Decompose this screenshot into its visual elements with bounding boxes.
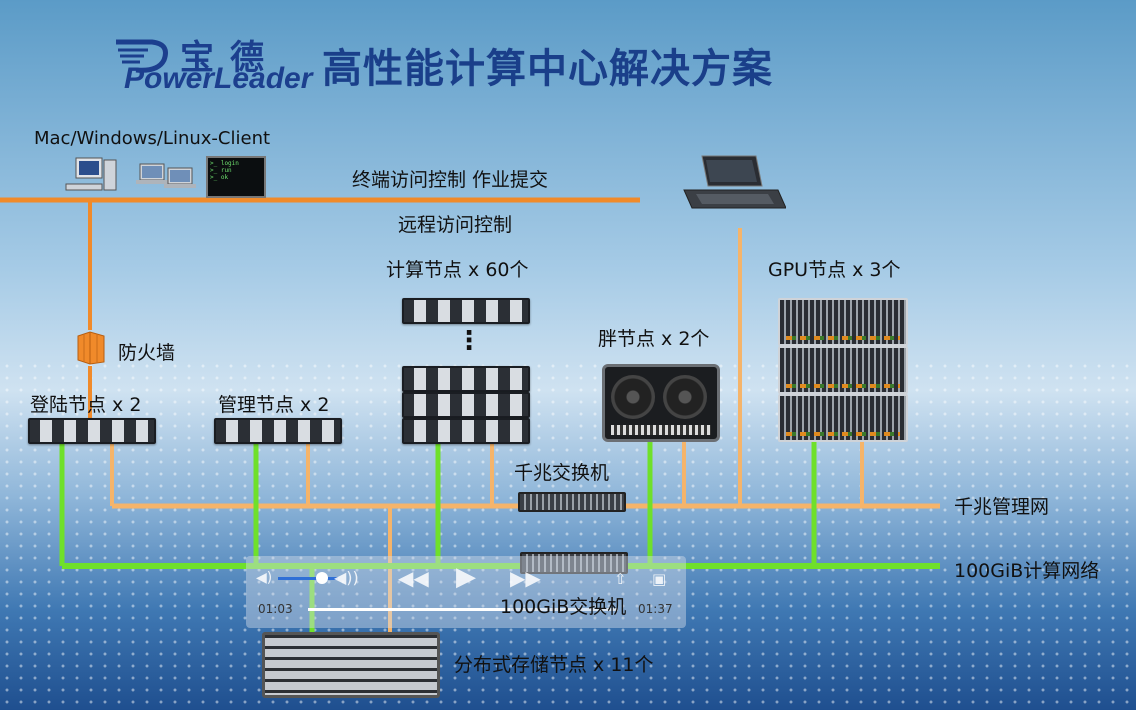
- remote-access-label: 远程访问控制: [398, 214, 513, 236]
- laptops-icon: [136, 163, 196, 188]
- fan-icon: [611, 375, 655, 419]
- gigabit-switch: [518, 492, 626, 512]
- compute-server: [402, 392, 530, 418]
- compute-server: [402, 366, 530, 392]
- gpu-server: [778, 298, 908, 346]
- storage-node-label: 分布式存储节点 x 11个: [454, 654, 654, 676]
- volume-icon[interactable]: ◀): [256, 570, 273, 586]
- fat-node-label: 胖节点 x 2个: [598, 328, 710, 350]
- firewall-icon: [77, 331, 105, 365]
- login-node-label: 登陆节点 x 2: [30, 394, 142, 416]
- background-dots: [0, 360, 1136, 710]
- progress-bar[interactable]: [308, 608, 618, 611]
- progress-fill: [308, 608, 510, 611]
- compute-server: [402, 418, 530, 444]
- video-player-controls[interactable]: 01:03 01:37: [246, 556, 686, 628]
- storage-server: [262, 632, 440, 698]
- gpu-node-label: GPU节点 x 3个: [768, 259, 901, 281]
- logo-english-text: PowerLeader: [124, 62, 313, 95]
- gpu-server: [778, 346, 908, 394]
- terminal-access-label: 终端访问控制 作业提交: [352, 169, 549, 191]
- forward-button[interactable]: ▶▶: [510, 566, 541, 590]
- gigabit-switch-label: 千兆交换机: [514, 462, 610, 484]
- terminal-screen-icon: >_ login>_ run>_ ok: [206, 156, 266, 198]
- volume-knob[interactable]: [316, 572, 328, 584]
- kvm-console-icon: [683, 155, 786, 209]
- ellipsis-icon: ⋮: [456, 326, 482, 356]
- fat-node-server: [602, 364, 720, 442]
- page-title: 高性能计算中心解决方案: [322, 46, 773, 92]
- share-icon[interactable]: ⇧: [614, 570, 627, 588]
- compute-node-label: 计算节点 x 60个: [386, 259, 529, 281]
- gpu-server: [778, 394, 908, 442]
- management-server: [214, 418, 342, 444]
- ib-switch: [520, 552, 628, 574]
- rewind-button[interactable]: ◀◀: [398, 566, 429, 590]
- login-server: [28, 418, 156, 444]
- current-time: 01:03: [258, 602, 293, 616]
- logo-chinese-text: 宝德: [180, 38, 280, 78]
- ib-switch-label: 100GiB交换机: [500, 596, 627, 618]
- total-time: 01:37: [638, 602, 673, 616]
- compute-network-label: 100GiB计算网络: [954, 560, 1100, 582]
- firewall-label: 防火墙: [118, 342, 176, 364]
- management-node-label: 管理节点 x 2: [218, 394, 330, 416]
- play-button[interactable]: ▶: [456, 562, 476, 592]
- client-label: Mac/Windows/Linux-Client: [34, 128, 271, 149]
- picture-in-picture-icon[interactable]: ▣: [652, 570, 667, 588]
- gigabit-network-label: 千兆管理网: [954, 496, 1050, 518]
- volume-max-icon: ◀)): [334, 568, 359, 587]
- fan-icon: [663, 375, 707, 419]
- powerleader-logo-icon: [116, 39, 168, 73]
- desktop-pc-icon: [65, 157, 117, 191]
- volume-slider[interactable]: [278, 577, 338, 580]
- compute-server-top: [402, 298, 530, 324]
